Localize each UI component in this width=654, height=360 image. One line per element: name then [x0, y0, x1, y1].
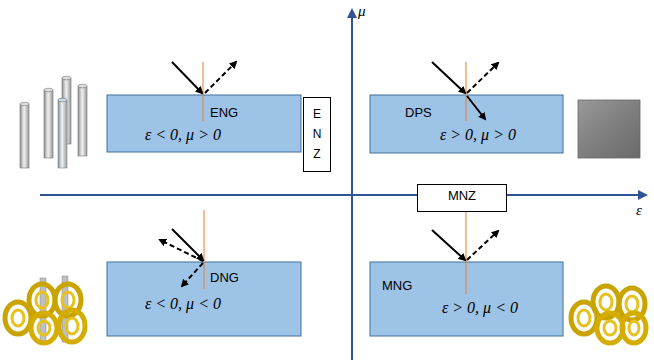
- wire-array: [20, 76, 87, 168]
- reflected-ray: [205, 62, 236, 93]
- material-name: MNG: [382, 278, 412, 294]
- parameter-condition: ε < 0, μ > 0: [145, 125, 221, 145]
- axis-label: ε: [636, 201, 642, 219]
- normal-line: [204, 210, 205, 289]
- quadrant-box: DNG ε < 0, μ < 0: [107, 262, 301, 336]
- incident-ray: [432, 62, 465, 93]
- epsilon-axis: [40, 194, 646, 196]
- mnz-box: MNZ: [417, 184, 507, 212]
- region-label: MNZ: [418, 185, 506, 207]
- slab: [107, 95, 301, 152]
- reflected-ray: [467, 63, 498, 93]
- normal-line: [466, 62, 467, 121]
- quadrant-box: ENG ε < 0, μ > 0: [107, 95, 301, 152]
- quadrant-box: MNG ε > 0, μ < 0: [370, 262, 563, 336]
- split-ring-array: [571, 286, 646, 343]
- reflected-ray: [467, 231, 498, 260]
- refracted-ray: [467, 96, 485, 119]
- dielectric-block: [578, 100, 640, 158]
- incident-ray: [172, 229, 203, 260]
- mu-axis: [351, 10, 353, 360]
- split-ring-array: [5, 276, 85, 343]
- enz-box: E N Z: [303, 97, 331, 172]
- material-name: DPS: [405, 105, 432, 121]
- axis-label: μ: [358, 2, 366, 20]
- normal-line: [203, 62, 204, 121]
- parameter-condition: ε > 0, μ < 0: [442, 298, 518, 318]
- material-name: DNG: [210, 270, 239, 286]
- parameter-condition: ε < 0, μ < 0: [145, 294, 221, 314]
- incident-ray: [172, 62, 202, 93]
- vertical-label: E N Z: [311, 104, 323, 164]
- refracted-ray: [182, 263, 203, 286]
- material-name: ENG: [210, 105, 238, 121]
- quadrant-box: DPS ε > 0, μ > 0: [370, 95, 563, 153]
- incident-ray: [432, 230, 465, 260]
- parameter-condition: ε > 0, μ > 0: [440, 125, 516, 145]
- normal-line: [466, 212, 467, 294]
- reflected-ray: [160, 240, 203, 261]
